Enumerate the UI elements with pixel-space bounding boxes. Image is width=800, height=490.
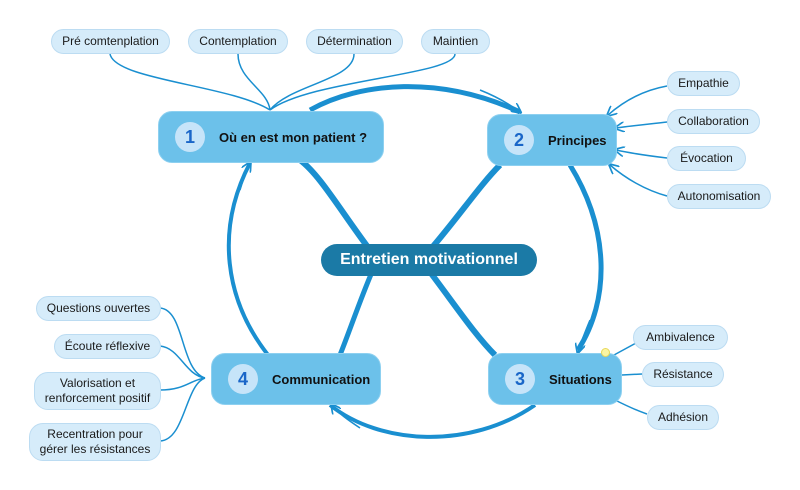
subtopic-label: Recentration pour gérer les résistances (39, 427, 151, 456)
link-ecoute-reflexive (159, 345, 206, 379)
topic-1-ou-en-est-mon-patient[interactable]: 1 Où en est mon patient ? (158, 111, 384, 163)
branch-center-to-topic-4 (337, 271, 375, 356)
subtopic-label: Collaboration (678, 114, 749, 128)
subtopic-ambivalence[interactable]: Ambivalence (633, 325, 728, 350)
link-determination (269, 53, 355, 111)
branch-center-to-topic-2 (427, 162, 503, 252)
subtopic-evocation[interactable]: Évocation (667, 146, 746, 171)
link-empathie (608, 85, 668, 115)
topic-label: Situations (549, 371, 612, 387)
subtopic-label: Évocation (680, 151, 733, 165)
subtopic-label: Valorisation et renforcement positif (44, 376, 151, 405)
topic-number-badge: 3 (505, 364, 535, 394)
subtopic-label: Contemplation (199, 34, 277, 48)
branch-center-to-topic-1 (298, 157, 373, 252)
subtopic-label: Détermination (317, 34, 392, 48)
link-recentration (159, 377, 206, 442)
subtopic-recentration[interactable]: Recentration pour gérer les résistances (29, 423, 161, 461)
subtopic-determination[interactable]: Détermination (306, 29, 403, 54)
topic-number-badge: 1 (175, 122, 205, 152)
link-contemplation (237, 53, 271, 111)
link-ambivalence (613, 342, 637, 356)
link-questions-ouvertes (159, 307, 206, 379)
cycle-arc-3-to-4 (328, 403, 537, 439)
subtopic-label: Empathie (678, 76, 729, 90)
subtopic-label: Maintien (432, 34, 479, 48)
topic-label: Principes (548, 132, 607, 148)
subtopic-maintien[interactable]: Maintien (421, 29, 490, 54)
subtopic-valorisation[interactable]: Valorisation et renforcement positif (34, 372, 161, 410)
link-maintien (269, 53, 456, 111)
marker-dot (601, 348, 610, 357)
link-autonomisation (610, 165, 668, 197)
cycle-arc-1-to-2 (308, 84, 522, 115)
branch-center-to-topic-3 (427, 270, 498, 358)
subtopic-label: Autonomisation (677, 189, 761, 203)
link-adhesion (614, 399, 648, 415)
subtopic-label: Questions ouvertes (46, 301, 151, 315)
subtopic-resistance[interactable]: Résistance (642, 362, 724, 387)
central-topic[interactable]: Entretien motivationnel (321, 244, 537, 276)
cycle-arc-2-to-3 (567, 163, 604, 352)
topic-2-principes[interactable]: 2 Principes (487, 114, 617, 166)
topic-3-situations[interactable]: 3 Situations (488, 353, 622, 405)
subtopic-label: Ambivalence (646, 330, 715, 344)
subtopic-collaboration[interactable]: Collaboration (667, 109, 760, 134)
subtopic-label: Adhésion (657, 410, 709, 424)
link-resistance (621, 373, 643, 376)
topic-4-communication[interactable]: 4 Communication (211, 353, 381, 405)
subtopic-label: Résistance (653, 367, 713, 381)
subtopic-label: Écoute réflexive (64, 339, 151, 353)
subtopic-autonomisation[interactable]: Autonomisation (667, 184, 771, 209)
subtopic-empathie[interactable]: Empathie (667, 71, 740, 96)
link-valorisation (159, 377, 206, 391)
subtopic-pre-contemplation[interactable]: Pré comtenplation (51, 29, 170, 54)
subtopic-adhesion[interactable]: Adhésion (647, 405, 719, 430)
central-topic-label: Entretien motivationnel (340, 251, 518, 268)
link-pre-contemplation (109, 53, 271, 111)
subtopic-contemplation[interactable]: Contemplation (188, 29, 288, 54)
link-collaboration (616, 121, 668, 128)
cycle-arc-4-to-1 (226, 162, 270, 357)
subtopic-questions-ouvertes[interactable]: Questions ouvertes (36, 296, 161, 321)
subtopic-ecoute-reflexive[interactable]: Écoute réflexive (54, 334, 161, 359)
link-evocation (616, 150, 668, 159)
topic-label: Communication (272, 371, 371, 387)
topic-label: Où en est mon patient ? (219, 129, 368, 145)
topic-number-badge: 4 (228, 364, 258, 394)
subtopic-label: Pré comtenplation (62, 34, 159, 48)
topic-number-badge: 2 (504, 125, 534, 155)
